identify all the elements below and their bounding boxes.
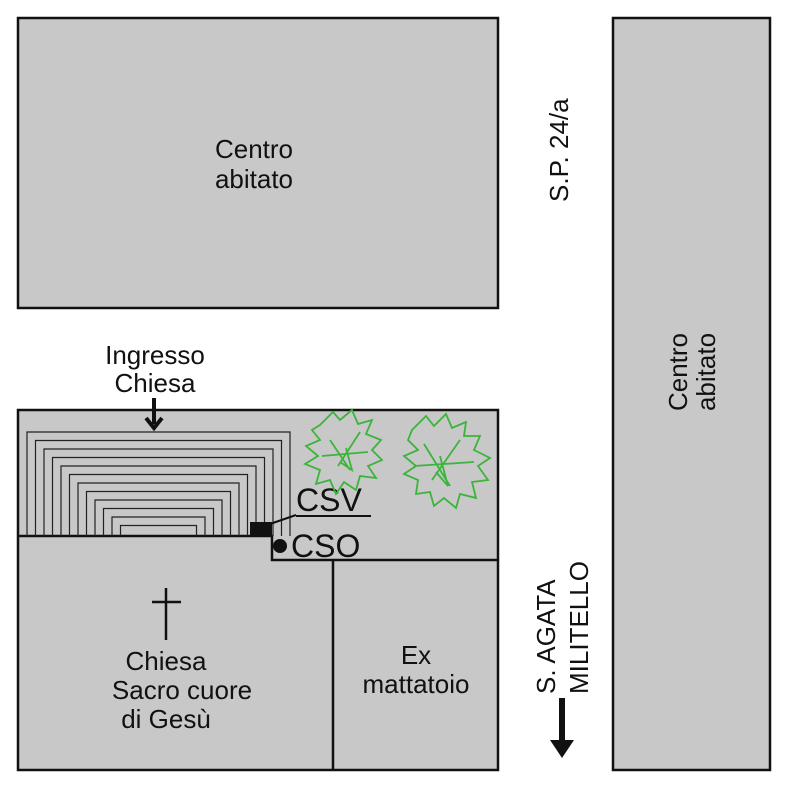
stair-step	[51, 456, 266, 536]
dot-marker-icon	[273, 539, 287, 553]
block-centro-abitato-right	[611, 16, 772, 772]
church-building	[18, 534, 498, 562]
church-complex	[16, 408, 500, 772]
block-top-label-2: abitato	[215, 164, 293, 194]
direction-label-2: MILITELLO	[564, 561, 594, 694]
road-sp-label: S.P. 24/a	[544, 98, 574, 202]
stair-step	[26, 431, 291, 536]
arrow-down-icon	[550, 698, 574, 758]
stair-step	[43, 448, 274, 536]
stair-step	[85, 490, 232, 536]
block-right-label-2: abitato	[691, 333, 721, 411]
stair-step	[34, 439, 283, 536]
cross-icon	[152, 588, 181, 640]
block-top-label-1: Centro	[215, 134, 293, 164]
square-marker-icon	[250, 522, 272, 536]
tree-icon	[402, 412, 492, 510]
stair-step	[119, 524, 198, 536]
church-label-1: Chiesa	[126, 646, 207, 676]
station-cso-label: CSO	[291, 528, 360, 564]
stair-step	[111, 516, 206, 536]
stair-step	[77, 482, 240, 536]
arrow-down-icon	[144, 398, 164, 432]
entrance-stairs	[26, 431, 291, 536]
block-centro-abitato-top	[16, 16, 500, 310]
entrance-label-2: Chiesa	[115, 368, 196, 398]
csv-leader-line	[269, 514, 297, 525]
church-label-3: di Gesù	[121, 704, 211, 734]
stair-step	[94, 499, 223, 536]
block-right-label-1: Centro	[663, 333, 693, 411]
slaughterhouse-label-2: mattatoio	[363, 669, 470, 699]
stair-step	[60, 465, 257, 536]
direction-label-1: S. AGATA	[531, 579, 561, 694]
tree-icon	[303, 408, 384, 496]
church-label-2: Sacro cuore	[112, 675, 252, 705]
slaughterhouse-label-1: Ex	[401, 640, 431, 670]
entrance-label-1: Ingresso	[105, 340, 205, 370]
stair-step	[68, 473, 249, 536]
stair-step	[102, 507, 215, 536]
